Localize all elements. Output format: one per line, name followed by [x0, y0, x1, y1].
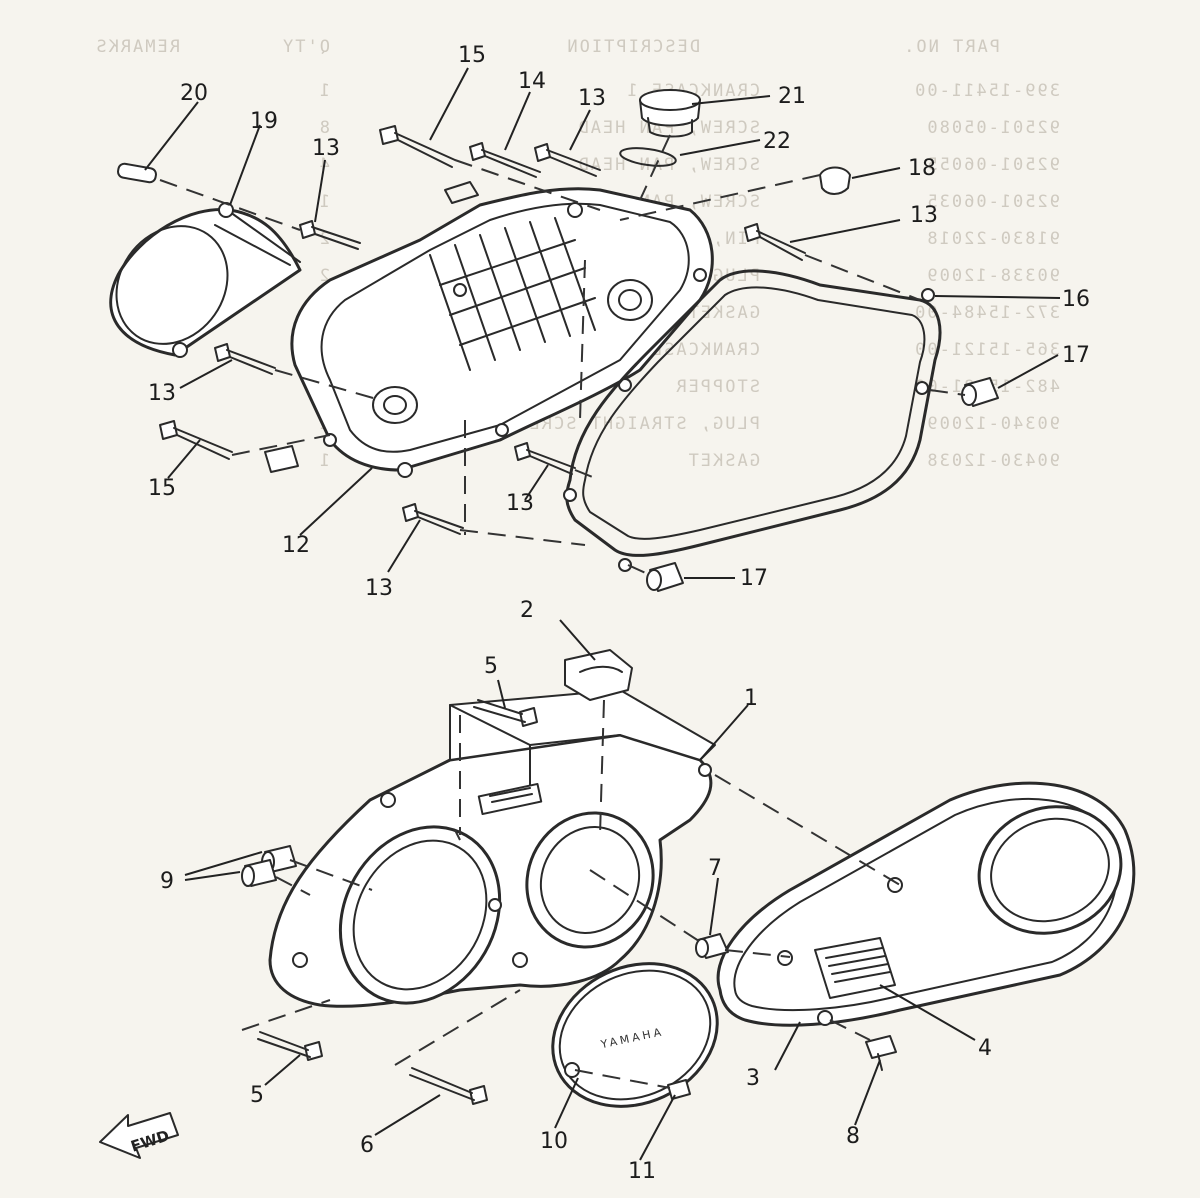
- part-15-long-screw-bottom: [159, 420, 233, 460]
- ghost-qty: 8: [318, 118, 330, 138]
- part-13-screw-bottom: [402, 503, 464, 535]
- callout-13-left-mid: 13: [148, 381, 176, 406]
- part-9-pin-top: [264, 445, 299, 473]
- part-6-screw: [409, 1067, 488, 1105]
- part-14-screw: [469, 142, 541, 178]
- ghost-part-no: 90430-12038: [925, 451, 1060, 471]
- lower-small-parts: [241, 445, 897, 1105]
- callout-8: 8: [846, 1124, 860, 1149]
- ghost-description: GASKET: [687, 451, 760, 471]
- upper-leader-lines: [144, 67, 1061, 579]
- ghost-description: STOPPER: [674, 377, 760, 397]
- ghost-header: Q'TY: [281, 37, 330, 57]
- part-3-outer-cover: [716, 781, 1136, 1027]
- callout-17-bottom: 17: [740, 566, 768, 591]
- ghost-part-no: 372-15484-00: [913, 303, 1060, 323]
- callout-5-bottom: 5: [250, 1083, 264, 1108]
- callout-13-top: 13: [578, 86, 606, 111]
- part-16-gasket: [563, 269, 942, 572]
- callout-4: 4: [978, 1036, 992, 1061]
- part-2-stopper: [564, 649, 633, 701]
- part-8-screw: [865, 1035, 897, 1071]
- part-9-dowel-2: [241, 859, 277, 887]
- ghost-part-no: 90338-12009: [925, 266, 1060, 286]
- part-22-o-ring: [619, 147, 677, 167]
- part-4-label-plate: [814, 937, 896, 999]
- part-5-screw-bottom: [257, 1031, 323, 1061]
- part-17-bush-bottom: [646, 562, 684, 592]
- callout-21: 21: [778, 84, 806, 109]
- ghost-qty: 2: [318, 229, 330, 249]
- lower-alignment-lines: [241, 699, 901, 1089]
- callout-10: 10: [540, 1129, 568, 1154]
- ghost-description: PLUG, STRAIGHT SCREW: [515, 414, 760, 434]
- callout-12: 12: [282, 533, 310, 558]
- callout-13-left: 13: [312, 136, 340, 161]
- ghost-description: SCREW, PAN HEAD: [576, 118, 760, 138]
- ghost-part-no: 365-15121-00: [913, 340, 1060, 360]
- ghost-header: PART NO.: [902, 37, 1000, 57]
- part-13-screw-mid: [514, 442, 576, 475]
- callout-6: 6: [360, 1133, 374, 1158]
- callout-18: 18: [908, 156, 936, 181]
- part-13-screw-right: [744, 223, 806, 261]
- ghost-part-no: 92501-06055: [925, 155, 1060, 175]
- ghost-qty: 1: [318, 192, 330, 212]
- part-11-screw: [667, 1079, 691, 1100]
- callout-2: 2: [520, 598, 534, 623]
- callout-9: 9: [160, 869, 174, 894]
- callout-14: 14: [518, 69, 546, 94]
- part-12-crankcase-cover: [290, 181, 714, 478]
- callout-numbers: 20 19 15 14 13 13 21 22 18 13 16 17 13 1…: [148, 43, 1090, 1184]
- callout-11: 11: [628, 1159, 656, 1184]
- ghost-qty: 1: [318, 451, 330, 471]
- ghost-part-no: 90340-12009: [925, 414, 1060, 434]
- callout-13-right: 13: [910, 203, 938, 228]
- callout-5-top: 5: [484, 654, 498, 679]
- part-7-stopper: [695, 933, 729, 959]
- callout-15-top: 15: [458, 43, 486, 68]
- part-5-screw-top: [473, 699, 538, 727]
- upper-alignment-lines: [159, 134, 966, 576]
- callout-15-bottom: 15: [148, 476, 176, 501]
- lower-assembly: YAMAHA: [99, 445, 1136, 1161]
- callout-7: 7: [708, 856, 722, 881]
- ghost-part-no: 92501-05080: [925, 118, 1060, 138]
- ghost-description: GASKET: [687, 303, 760, 323]
- part-13-screw-left1: [299, 220, 361, 250]
- callout-19: 19: [250, 109, 278, 134]
- part-18-plug: [819, 166, 851, 195]
- part-13-screw-top: [534, 143, 601, 177]
- callout-3: 3: [746, 1066, 760, 1091]
- part-10-round-cover: YAMAHA: [551, 962, 719, 1108]
- screw-set: [117, 125, 806, 535]
- ghost-qty: 1: [318, 81, 330, 101]
- lower-leader-lines: [184, 619, 976, 1161]
- callout-16: 16: [1062, 287, 1090, 312]
- ghost-part-no: 92501-06035: [925, 192, 1060, 212]
- part-17-bush-right: [961, 377, 999, 407]
- small-parts: [619, 89, 999, 592]
- part-19-air-shroud: [109, 202, 302, 358]
- ghost-part-no: 399-15411-00: [913, 81, 1060, 101]
- part-20-screw: [117, 162, 157, 184]
- fwd-arrow-icon: FWD: [99, 1112, 179, 1159]
- upper-assembly: [109, 67, 1061, 592]
- part-15-long-screw-top: [379, 125, 456, 168]
- ghost-part-no: 91830-22018: [925, 229, 1060, 249]
- callout-13-bottom: 13: [365, 576, 393, 601]
- callout-17-right: 17: [1062, 343, 1090, 368]
- callout-22: 22: [763, 129, 791, 154]
- callout-1: 1: [744, 686, 758, 711]
- callout-20: 20: [180, 81, 208, 106]
- ghost-header: DESCRIPTION: [565, 37, 700, 57]
- ghost-header: REMARKS: [94, 37, 180, 57]
- part-13-screw-left2: [214, 343, 276, 375]
- callout-13-mid: 13: [506, 491, 534, 516]
- part-21-filler-cap: [639, 89, 701, 138]
